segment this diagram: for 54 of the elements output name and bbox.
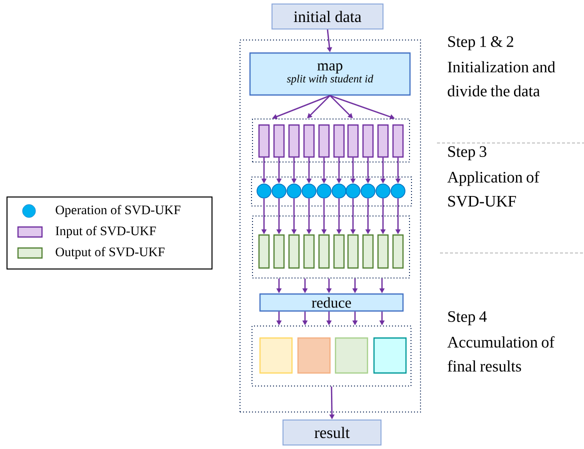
input-bar xyxy=(377,124,389,158)
operation-circle xyxy=(346,184,360,198)
operation-circle xyxy=(272,184,286,198)
output-bar xyxy=(392,234,404,269)
operation-circle xyxy=(302,184,316,198)
output-bar xyxy=(288,234,300,269)
operation-circle xyxy=(286,184,302,198)
operation-circle xyxy=(360,184,376,198)
input-bar xyxy=(303,124,315,158)
output-bar xyxy=(347,234,359,269)
input-bar xyxy=(258,124,270,158)
step-description: Initialization and divide the data xyxy=(448,61,556,96)
result-square xyxy=(334,337,368,374)
input-bar xyxy=(333,124,345,158)
input-bar xyxy=(288,124,300,158)
legend-text: Input of SVD-UKF xyxy=(56,226,156,238)
result-square xyxy=(373,337,407,374)
dotted-container xyxy=(252,118,410,162)
legend-text: Operation of SVD-UKF xyxy=(56,205,180,217)
operation-circle xyxy=(332,184,346,198)
operation-circle xyxy=(316,184,332,198)
step-heading: Step 3 xyxy=(448,146,486,160)
dotted-container xyxy=(252,216,410,278)
output-bar xyxy=(258,234,270,269)
process-box: reduce xyxy=(259,293,404,312)
input-bar xyxy=(392,124,404,158)
output-bar xyxy=(362,234,374,269)
operation-circle xyxy=(376,184,390,198)
input-bar xyxy=(273,124,285,158)
input-bar xyxy=(347,124,359,158)
step-heading: Step 1 & 2 xyxy=(448,36,514,50)
result-square xyxy=(259,337,293,374)
result-square xyxy=(297,337,331,374)
dotted-container xyxy=(251,176,412,206)
step-heading: Step 4 xyxy=(448,311,487,326)
arrow xyxy=(307,95,330,118)
process-box: map split with student id xyxy=(249,52,411,96)
operation-circle xyxy=(256,184,272,198)
output-bar xyxy=(333,234,345,269)
input-bar xyxy=(362,124,374,158)
output-bar xyxy=(318,234,330,269)
arrow xyxy=(330,95,353,118)
legend-text: Output of SVD-UKF xyxy=(56,247,164,259)
output-bar xyxy=(303,234,315,269)
dotted-container xyxy=(240,40,421,412)
operation-circle xyxy=(390,184,406,198)
data-box: result xyxy=(282,420,382,446)
data-box: initial data xyxy=(272,4,384,30)
output-bar xyxy=(273,234,285,269)
step-description: Accumulation of final results xyxy=(447,336,555,372)
output-bar xyxy=(377,234,389,269)
input-bar xyxy=(318,124,330,158)
dotted-container xyxy=(252,326,412,386)
step-description: Application of SVD-UKF xyxy=(447,171,540,207)
